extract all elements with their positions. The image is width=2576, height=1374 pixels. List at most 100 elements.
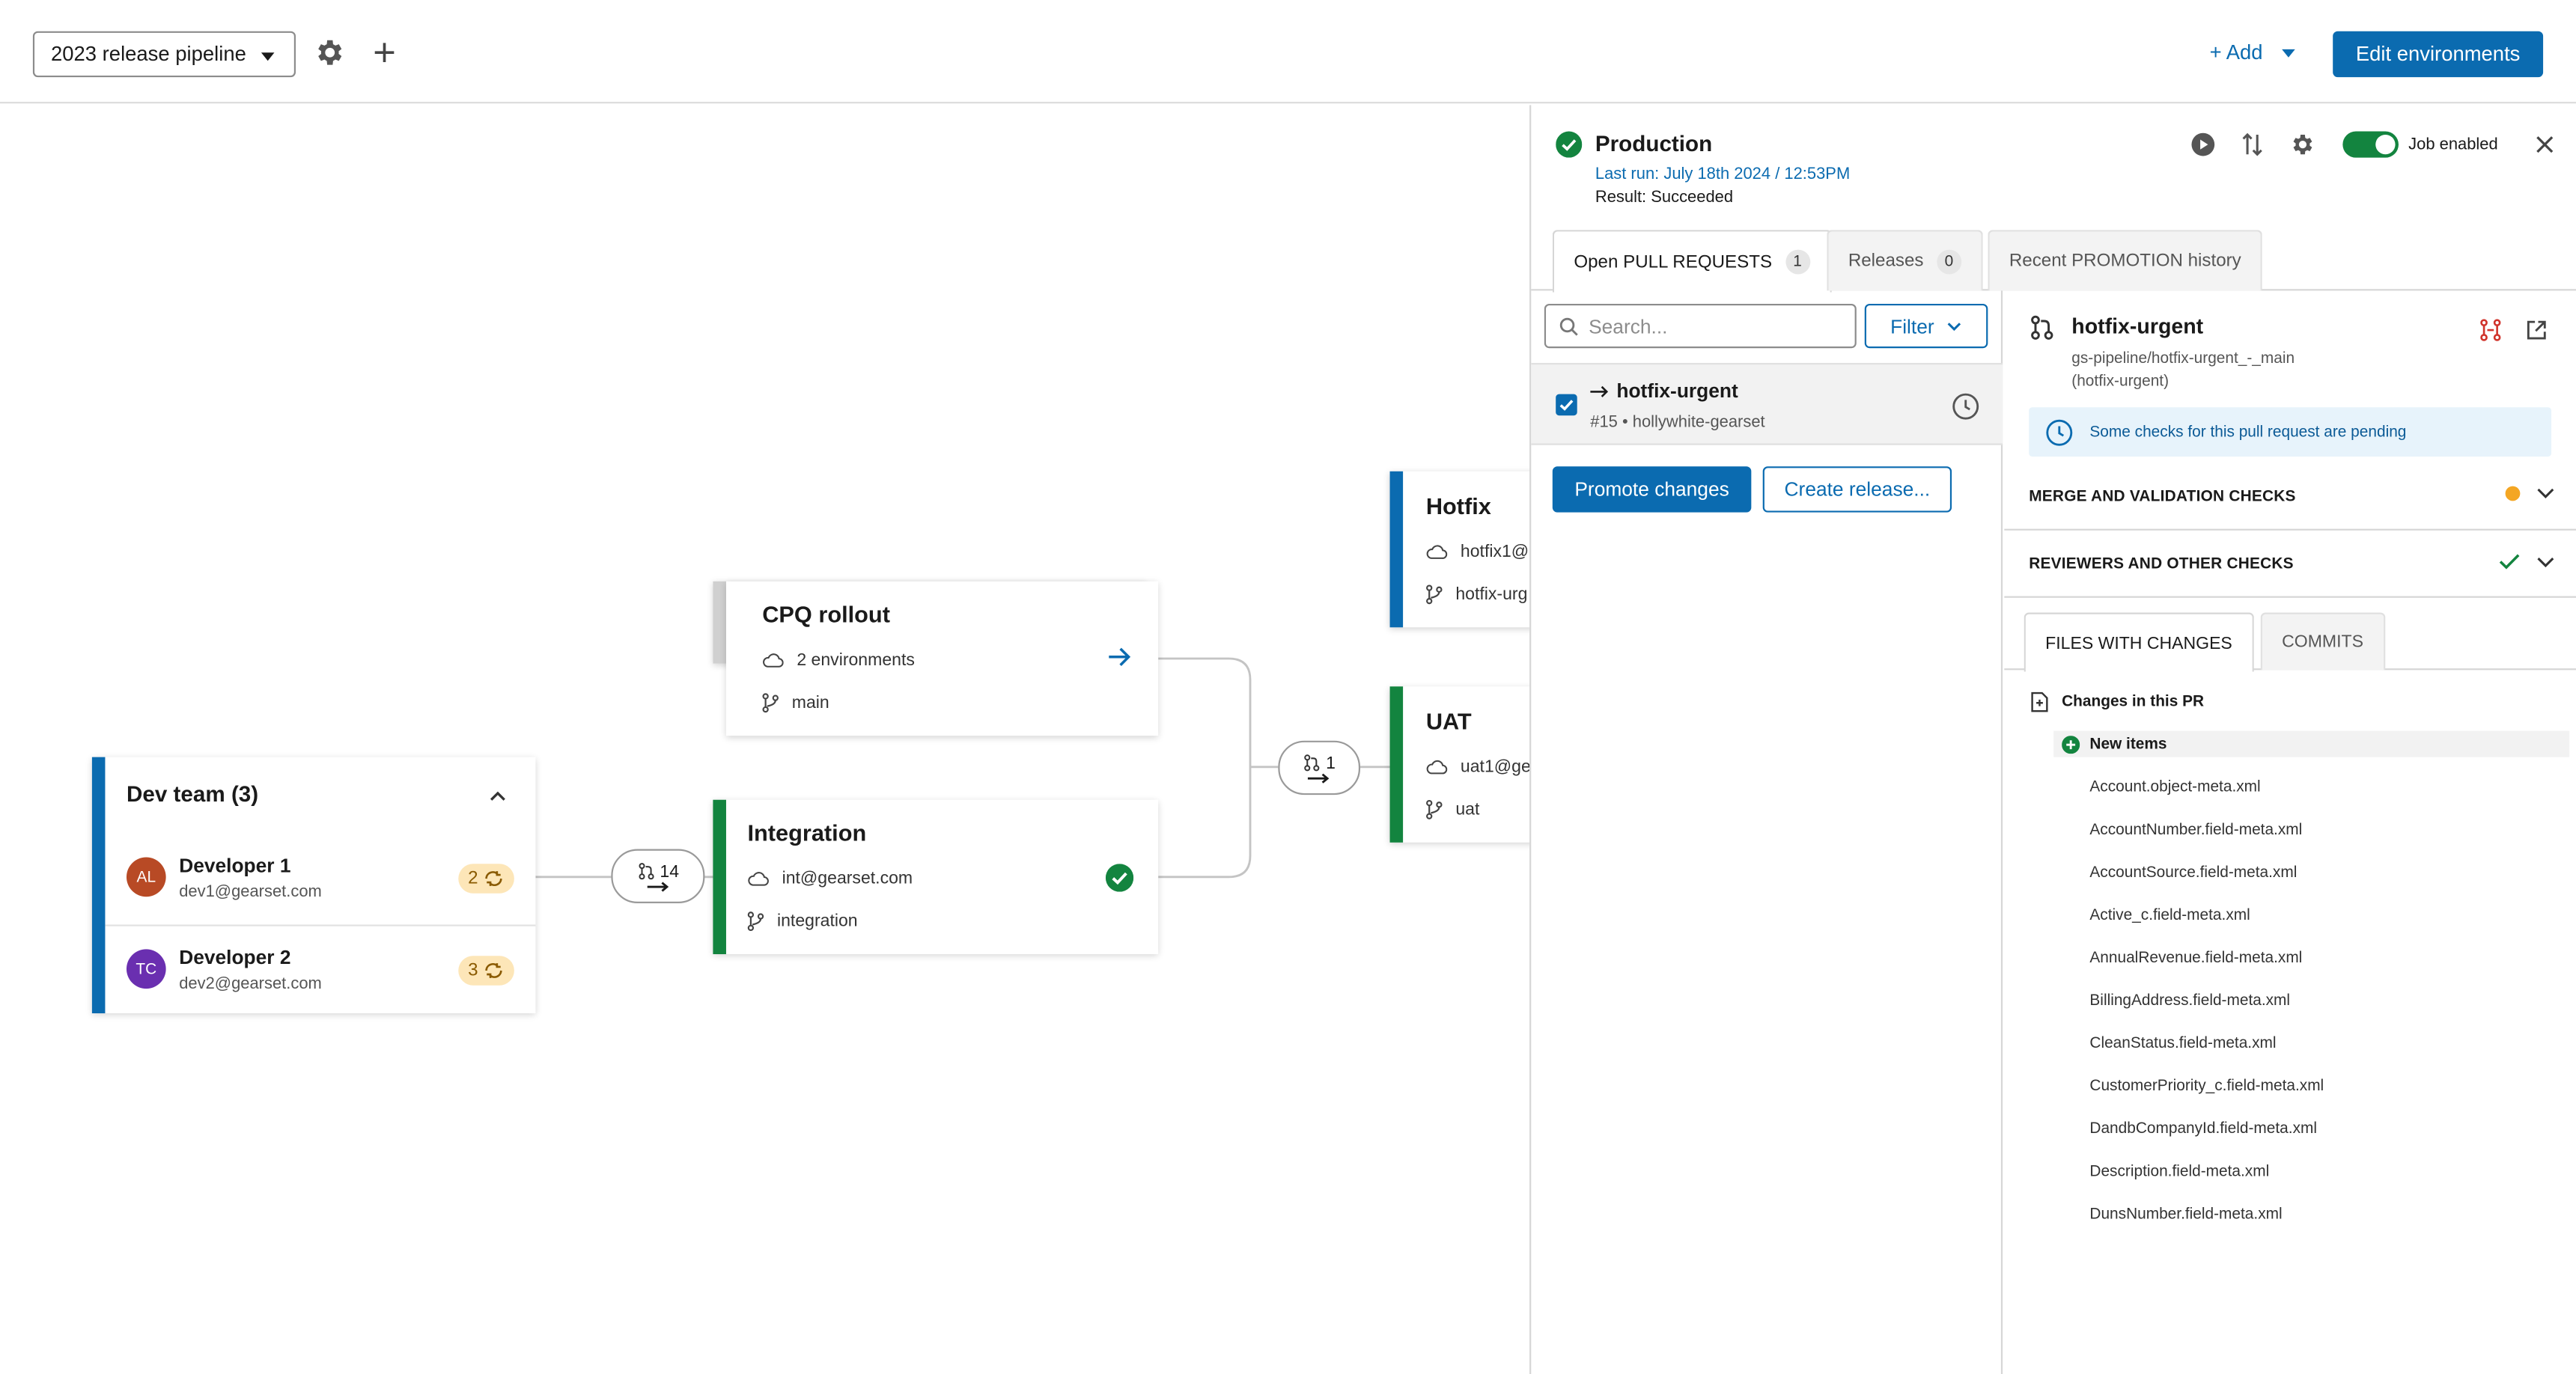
external-link-icon[interactable] (2525, 319, 2548, 342)
section-title: MERGE AND VALIDATION CHECKS (2029, 486, 2296, 505)
pr-checkbox[interactable] (1556, 394, 1577, 416)
changes-title: Changes in this PR (2062, 693, 2205, 712)
list-item[interactable]: hotfix-urgent #15 • hollywhite-gearset (1531, 362, 2003, 445)
changes-count-badge[interactable]: 3 (457, 956, 514, 986)
tab-open-pull-requests[interactable]: Open PULL REQUESTS 1 (1552, 230, 1832, 293)
cloud-icon (748, 872, 769, 886)
pr-branch: gs-pipeline/hotfix-urgent_-_main (hotfix… (2071, 348, 2400, 394)
search-box[interactable] (1544, 303, 1857, 349)
pull-request-icon (2031, 315, 2053, 340)
member-name: Developer 2 (179, 946, 291, 969)
tab-label: Releases (1848, 251, 1924, 272)
search-input[interactable] (1589, 314, 1836, 338)
create-release-button[interactable]: Create release... (1762, 466, 1952, 513)
filter-button[interactable]: Filter (1864, 303, 1988, 349)
file-item[interactable]: Active_c.field-meta.xml (2089, 906, 2250, 925)
sync-icon (485, 871, 502, 887)
arrow-right-icon[interactable] (1107, 645, 1132, 668)
pending-status-dot (2505, 486, 2521, 501)
env-branch-row: integration (747, 911, 858, 932)
arrow-right-icon (1590, 385, 1609, 397)
job-enabled-toggle[interactable] (2342, 131, 2399, 158)
play-icon[interactable] (2190, 132, 2216, 158)
env-branch: uat (1455, 799, 1480, 820)
gear-icon[interactable] (2289, 132, 2315, 158)
close-icon[interactable] (2532, 132, 2558, 158)
tab-label: Open PULL REQUESTS (1574, 251, 1773, 272)
env-branch: integration (776, 911, 858, 932)
changes-heading: Changes in this PR (2030, 691, 2204, 713)
team-member-row[interactable]: AL Developer 1 dev1@gearset.com 2 (105, 834, 535, 925)
env-stripe (1389, 471, 1404, 628)
tab-files-with-changes[interactable]: FILES WITH CHANGES (2024, 612, 2254, 672)
member-email: dev1@gearset.com (179, 883, 322, 902)
new-items-group[interactable]: New items (2053, 730, 2570, 757)
tab-label: Recent PROMOTION history (2009, 251, 2241, 272)
cpq-rollout-card[interactable]: CPQ rollout 2 environments main (725, 581, 1159, 736)
avatar: TC (126, 949, 166, 989)
file-item[interactable]: AccountNumber.field-meta.xml (2089, 821, 2303, 840)
file-item[interactable]: BillingAddress.field-meta.xml (2089, 992, 2291, 1010)
checkmark-icon (1559, 400, 1574, 411)
panel-tabs: Open PULL REQUESTS 1 Releases 0 Recent P… (1531, 230, 2576, 293)
pr-count: 14 (660, 861, 680, 882)
hotfix-card[interactable]: Hotfix hotfix1@g hotfix-urg (1389, 471, 1530, 628)
chevron-down-icon (2537, 488, 2554, 499)
env-org: hotfix1@g (1460, 542, 1529, 562)
tab-promotion-history[interactable]: Recent PROMOTION history (1988, 230, 2263, 291)
last-run-link[interactable]: Last run: July 18th 2024 / 12:53PM (1595, 165, 1851, 184)
changes-count: 3 (468, 960, 478, 981)
promote-changes-button[interactable]: Promote changes (1552, 466, 1752, 513)
clock-icon (2046, 418, 2073, 445)
pull-request-detail: hotfix-urgent gs-pipeline/hotfix-urgent_… (2004, 290, 2576, 1374)
file-item[interactable]: DunsNumber.field-meta.xml (2089, 1205, 2283, 1224)
chevron-down-icon (261, 52, 275, 61)
job-enabled-label: Job enabled (2408, 136, 2498, 155)
env-branch-row: hotfix-urg (1426, 584, 1528, 605)
file-item[interactable]: CustomerPriority_c.field-meta.xml (2089, 1077, 2324, 1096)
pr-meta: #15 • hollywhite-gearset (1590, 414, 1765, 433)
plus-icon[interactable] (368, 36, 401, 69)
file-item[interactable]: AnnualRevenue.field-meta.xml (2089, 949, 2303, 968)
pr-title-text: hotfix-urgent (1616, 379, 1738, 403)
chevron-up-icon[interactable] (488, 787, 508, 806)
tab-releases[interactable]: Releases 0 (1827, 230, 1983, 291)
team-member-row[interactable]: TC Developer 2 dev2@gearset.com 3 (105, 924, 536, 1016)
success-check-icon (1556, 131, 1583, 158)
pipeline-select[interactable]: 2023 release pipeline (32, 31, 296, 78)
pull-request-icon (638, 863, 654, 880)
sync-icon (485, 962, 502, 978)
integration-card[interactable]: Integration int@gearset.com integration (713, 799, 1159, 955)
dev-team-card[interactable]: Dev team (3) AL Developer 1 dev1@gearset… (91, 757, 536, 1016)
file-item[interactable]: Description.field-meta.xml (2089, 1162, 2270, 1181)
file-item[interactable]: CleanStatus.field-meta.xml (2089, 1034, 2277, 1053)
merge-conflict-icon[interactable] (2479, 319, 2503, 342)
env-org-row: uat1@gea (1426, 757, 1529, 777)
cloud-icon (1426, 545, 1448, 559)
changes-count-badge[interactable]: 2 (457, 864, 514, 894)
top-bar: 2023 release pipeline + Add Edit environ… (0, 0, 2576, 104)
env-org-row: 2 environments (762, 650, 915, 670)
sort-arrows-icon[interactable] (2239, 132, 2265, 158)
file-item[interactable]: AccountSource.field-meta.xml (2089, 864, 2298, 882)
chevron-down-icon (2282, 48, 2296, 57)
reviewers-section[interactable]: REVIEWERS AND OTHER CHECKS (2004, 531, 2576, 598)
pipeline-canvas: Dev team (3) AL Developer 1 dev1@gearset… (0, 105, 1530, 1374)
stack-stripe (713, 581, 726, 664)
pr-branch-line: (hotfix-urgent) (2071, 373, 2169, 391)
env-org: int@gearset.com (782, 868, 913, 889)
gear-icon[interactable] (312, 36, 345, 69)
add-menu-button[interactable]: + Add (2210, 41, 2296, 64)
file-item[interactable]: DandbCompanyId.field-meta.xml (2089, 1120, 2317, 1138)
edit-environments-button[interactable]: Edit environments (2333, 31, 2544, 78)
production-panel: Production Last run: July 18th 2024 / 12… (1529, 105, 2576, 1374)
file-item[interactable]: Account.object-meta.xml (2089, 778, 2261, 797)
env-branch: hotfix-urg (1455, 584, 1528, 605)
merge-validation-section[interactable]: MERGE AND VALIDATION CHECKS (2004, 463, 2576, 531)
env-stripe (1389, 686, 1404, 843)
tab-commits[interactable]: COMMITS (2260, 612, 2385, 671)
uat-card[interactable]: UAT uat1@gea uat (1389, 686, 1530, 843)
pr-count-pill[interactable]: 14 (611, 849, 705, 903)
pr-count-pill[interactable]: 1 (1278, 740, 1361, 796)
section-status (2499, 554, 2555, 570)
